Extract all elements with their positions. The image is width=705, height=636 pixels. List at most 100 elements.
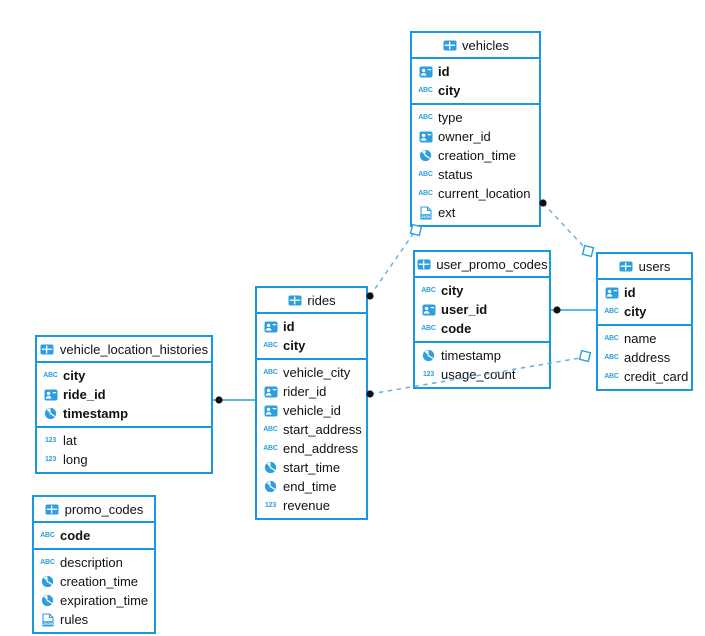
clock-icon xyxy=(263,461,278,474)
abc-text-type-icon: ABC xyxy=(43,372,58,379)
field-row: timestamp xyxy=(415,346,549,365)
field-name: city xyxy=(283,338,306,353)
field-name: ext xyxy=(438,205,456,220)
table-header[interactable]: promo_codes xyxy=(34,497,154,523)
key-field-row: id xyxy=(412,62,539,81)
table-title: vehicles xyxy=(462,37,509,53)
json-doc-icon: JSON xyxy=(40,612,55,627)
abc-text-type-icon: ABC xyxy=(604,308,619,315)
field-name: rules xyxy=(60,612,89,627)
key-field-row: id xyxy=(598,283,691,302)
id-badge-icon xyxy=(604,286,619,299)
table-header[interactable]: rides xyxy=(257,288,366,314)
abc-text-type-icon: ABC xyxy=(263,426,278,433)
abc-text-type-icon: ABC xyxy=(418,87,433,94)
field-row: creation_time xyxy=(34,572,154,591)
id-badge-icon xyxy=(43,388,58,401)
table-title: vehicle_location_histories xyxy=(59,341,209,357)
field-name: expiration_time xyxy=(60,593,149,608)
table-header[interactable]: vehicles xyxy=(412,33,539,59)
field-name: id xyxy=(283,319,295,334)
table-header[interactable]: user_promo_codes xyxy=(415,252,549,278)
table-grid-icon xyxy=(442,39,457,52)
field-name: name xyxy=(624,331,657,346)
field-name: timestamp xyxy=(63,406,129,421)
field-name: creation_time xyxy=(438,148,517,163)
key-field-row: ABC city xyxy=(598,302,691,321)
field-name: rider_id xyxy=(283,384,327,399)
field-name: credit_card xyxy=(624,369,689,384)
field-name: city xyxy=(624,304,647,319)
id-badge-icon xyxy=(418,130,433,143)
relationship-dot-marker xyxy=(215,396,223,404)
key-field-row: user_id xyxy=(415,300,549,319)
field-name: end_time xyxy=(283,479,337,494)
abc-text-type-icon: ABC xyxy=(40,559,55,566)
field-row: creation_time xyxy=(412,146,539,165)
clock-icon xyxy=(40,575,55,588)
abc-text-type-icon: ABC xyxy=(421,287,436,294)
key-field-row: ABC city xyxy=(37,366,211,385)
key-field-row: ABC code xyxy=(34,526,154,545)
relationship-line xyxy=(369,233,414,297)
key-field-row: timestamp xyxy=(37,404,211,423)
field-name: type xyxy=(438,110,463,125)
field-name: user_id xyxy=(441,302,488,317)
table-header[interactable]: users xyxy=(598,254,691,280)
field-name: owner_id xyxy=(438,129,491,144)
abc-text-type-icon: ABC xyxy=(40,532,55,539)
field-name: city xyxy=(63,368,86,383)
field-name: code xyxy=(441,321,472,336)
id-badge-icon xyxy=(263,385,278,398)
field-name: code xyxy=(60,528,91,543)
field-row: end_time xyxy=(257,477,366,496)
json-doc-icon: JSON xyxy=(418,205,433,220)
field-name: address xyxy=(624,350,671,365)
table-grid-icon xyxy=(45,503,60,516)
id-badge-icon xyxy=(263,404,278,417)
field-name: long xyxy=(63,452,88,467)
field-name: ride_id xyxy=(63,387,106,402)
clock-icon xyxy=(421,349,436,362)
number-123-type-icon: 123 xyxy=(422,371,435,378)
relationship-vehicles-to-users xyxy=(539,199,595,258)
field-row: start_time xyxy=(257,458,366,477)
clock-icon xyxy=(418,149,433,162)
relationship-vehicle_location_histories-to-rides xyxy=(213,396,255,404)
relationship-line xyxy=(542,202,585,248)
field-name: id xyxy=(624,285,636,300)
field-name: status xyxy=(438,167,473,182)
field-name: id xyxy=(438,64,450,79)
table-header[interactable]: vehicle_location_histories xyxy=(37,337,211,363)
clock-icon xyxy=(40,594,55,607)
id-badge-icon xyxy=(418,65,433,78)
abc-text-type-icon: ABC xyxy=(418,114,433,121)
field-name: start_time xyxy=(283,460,341,475)
field-name: vehicle_id xyxy=(283,403,341,418)
key-field-row: id xyxy=(257,317,366,336)
